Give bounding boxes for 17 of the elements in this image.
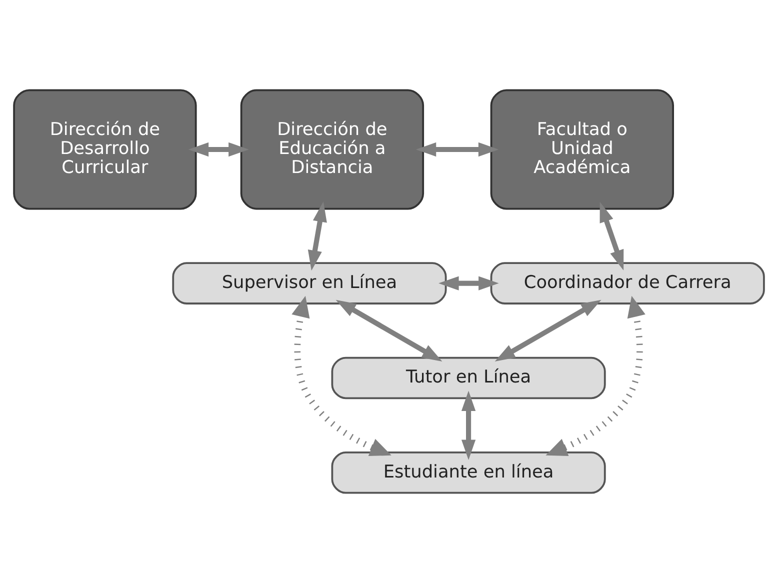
arrow <box>291 296 391 456</box>
node-box: Supervisor en Línea <box>172 262 446 304</box>
arrow <box>494 300 601 362</box>
arrow <box>335 300 442 362</box>
node-box: Dirección de Educación a Distancia <box>240 89 424 210</box>
arrow <box>545 296 645 456</box>
node-box: Facultad o Unidad Académica <box>490 89 674 210</box>
arrow <box>188 142 248 157</box>
arrow <box>460 390 476 460</box>
node-box: Estudiante en línea <box>330 452 606 494</box>
arrow <box>415 142 498 157</box>
arrow <box>438 276 498 290</box>
node-box: Coordinador de Carrera <box>490 262 764 304</box>
node-box: Dirección de Desarrollo Curricular <box>12 89 196 210</box>
arrow <box>307 202 326 271</box>
arrow <box>599 202 624 270</box>
node-box: Tutor en Línea <box>330 356 606 400</box>
